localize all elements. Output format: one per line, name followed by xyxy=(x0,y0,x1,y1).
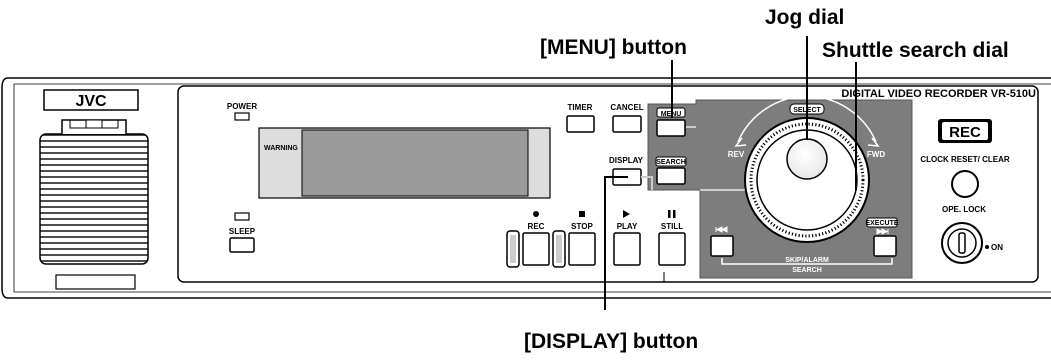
stop-button[interactable] xyxy=(568,232,596,266)
skip-alarm-label: SKIP/ALARM xyxy=(785,257,829,264)
search-label: SEARCH xyxy=(656,159,686,166)
stop-square-icon xyxy=(579,211,585,217)
skip-forward-button[interactable] xyxy=(873,235,897,257)
stop-button-label: STOP xyxy=(571,222,593,231)
sleep-indicator xyxy=(234,212,250,221)
fwd-label: FWD xyxy=(867,150,885,159)
cancel-button[interactable] xyxy=(612,115,642,133)
display-button-callout: [DISPLAY] button xyxy=(524,330,699,353)
sleep-label: SLEEP xyxy=(229,227,256,236)
lcd-display xyxy=(301,129,529,197)
rec-button[interactable] xyxy=(522,232,550,266)
menu-button[interactable] xyxy=(656,119,686,137)
skip-back-button[interactable] xyxy=(710,235,734,257)
skip-back-icon xyxy=(715,226,728,233)
lock-on-label: ON xyxy=(991,243,1003,252)
clock-reset-button[interactable] xyxy=(951,170,979,198)
skip-forward-icon xyxy=(876,228,889,235)
rec-dot-icon xyxy=(533,211,539,217)
clock-reset-label: CLOCK RESET/ CLEAR xyxy=(920,155,1010,164)
display-button-label: DISPLAY xyxy=(609,156,644,165)
play-button[interactable] xyxy=(613,232,641,266)
rec-button-label: REC xyxy=(528,222,545,231)
execute-label: EXECUTE xyxy=(865,220,898,227)
skip-search-label: SEARCH xyxy=(792,267,822,274)
power-label: POWER xyxy=(227,102,257,111)
model-label: DIGITAL VIDEO RECORDER VR-510U xyxy=(841,88,1036,100)
jvc-logo-badge xyxy=(43,89,139,111)
still-button-label: STILL xyxy=(661,222,683,231)
timer-label: TIMER xyxy=(568,103,593,112)
warning-label: WARNING xyxy=(264,145,298,152)
timer-button[interactable] xyxy=(566,115,595,133)
search-button[interactable] xyxy=(656,167,686,185)
play-button-label: PLAY xyxy=(617,222,638,231)
lock-on-dot-icon xyxy=(985,245,989,249)
play-triangle-icon xyxy=(623,210,630,218)
still-button[interactable] xyxy=(658,232,686,266)
menu-button-callout: [MENU] button xyxy=(540,36,687,59)
jog-dial-callout: Jog dial xyxy=(765,6,845,29)
shuttle-search-dial-callout: Shuttle search dial xyxy=(822,39,1009,62)
sleep-button[interactable] xyxy=(229,237,255,253)
pause-icon xyxy=(668,210,676,218)
power-indicator xyxy=(234,112,250,121)
jog-dial[interactable] xyxy=(786,138,828,180)
display-leader-line xyxy=(604,176,628,310)
cancel-label: CANCEL xyxy=(610,103,643,112)
cassette-slot-door xyxy=(39,133,149,265)
rec-badge-text: REC xyxy=(949,124,981,141)
ope-lock-label: OPE. LOCK xyxy=(942,205,986,214)
front-slot-cover xyxy=(55,274,136,290)
rev-label: REV xyxy=(728,150,745,159)
jvc-logo: JVC xyxy=(75,93,107,110)
